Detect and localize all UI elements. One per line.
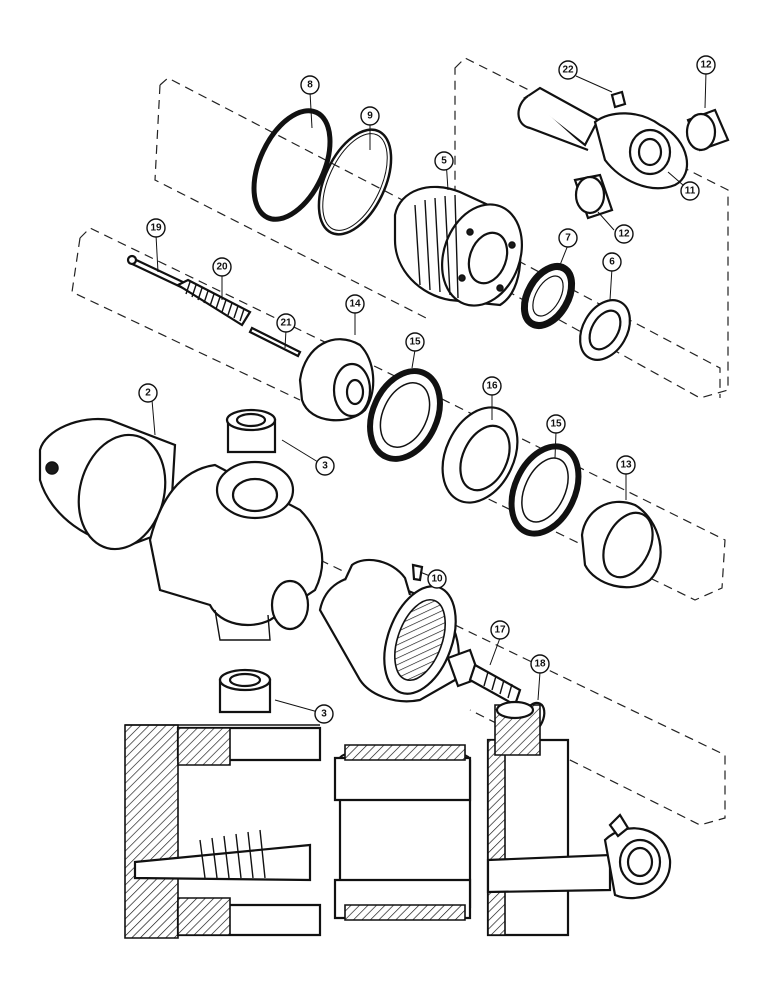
callout-22: 22 — [558, 60, 578, 80]
callout-12-upper: 12 — [696, 55, 716, 75]
callout-20: 20 — [212, 257, 232, 277]
bushing-part-12-lower — [573, 173, 614, 220]
seal-ring-part-15-lower — [508, 443, 582, 537]
callout-leaders — [151, 71, 707, 713]
head-gland-part-13 — [580, 500, 662, 589]
svg-text:14: 14 — [349, 299, 361, 310]
callout-13: 13 — [616, 455, 636, 475]
cylinder-head — [318, 558, 460, 703]
svg-text:11: 11 — [685, 186, 696, 197]
callout-19: 19 — [146, 218, 166, 238]
rod-end-part-11 — [517, 86, 689, 190]
wiper-part-7 — [520, 263, 576, 329]
o-ring-part-8 — [251, 108, 333, 222]
svg-text:21: 21 — [280, 318, 292, 329]
screw-part-10 — [411, 563, 424, 582]
svg-text:9: 9 — [367, 111, 373, 122]
callout-11: 11 — [680, 181, 700, 201]
pin-part-21 — [248, 326, 302, 358]
svg-text:12: 12 — [700, 60, 712, 71]
bushing-part-3-lower — [218, 668, 272, 714]
callout-18: 18 — [530, 654, 550, 674]
svg-text:10: 10 — [431, 574, 443, 585]
callout-2: 2 — [138, 383, 158, 403]
spring-part-20 — [175, 278, 252, 327]
svg-text:5: 5 — [441, 156, 447, 167]
callout-21: 21 — [276, 313, 296, 333]
svg-text:2: 2 — [145, 388, 151, 399]
assembly-outline-body — [319, 559, 726, 826]
svg-text:20: 20 — [216, 262, 228, 273]
barrel-part-2 — [38, 417, 324, 641]
callout-16: 16 — [482, 376, 502, 396]
grease-fitting-part-22 — [610, 90, 627, 109]
callout-17: 17 — [490, 620, 510, 640]
svg-text:19: 19 — [150, 223, 162, 234]
callout-9: 9 — [360, 106, 380, 126]
svg-text:22: 22 — [562, 65, 574, 76]
callout-12-lower: 12 — [614, 224, 634, 244]
callout-5: 5 — [434, 151, 454, 171]
svg-text:7: 7 — [565, 233, 571, 244]
callout-6: 6 — [602, 252, 622, 272]
svg-text:13: 13 — [620, 460, 632, 471]
svg-text:15: 15 — [550, 419, 562, 430]
callout-15-lower: 15 — [546, 414, 566, 434]
assembled-cross-section — [124, 700, 672, 939]
svg-text:3: 3 — [321, 709, 327, 720]
callout-8: 8 — [300, 75, 320, 95]
svg-text:18: 18 — [534, 659, 546, 670]
svg-text:6: 6 — [609, 257, 615, 268]
piston-part-5 — [393, 185, 523, 307]
seal-ring-part-15-upper — [367, 368, 443, 462]
bolt-part-17 — [446, 648, 522, 707]
svg-text:12: 12 — [618, 229, 630, 240]
piston-cup-part-14 — [298, 338, 375, 422]
rod-seal-part-6 — [579, 299, 631, 361]
assembly-outline-piston — [154, 77, 721, 398]
bushing-part-3-upper — [225, 408, 277, 454]
assembly-outline-seals — [71, 227, 726, 601]
callout-10: 10 — [427, 569, 447, 589]
callout-14: 14 — [345, 294, 365, 314]
svg-text:16: 16 — [486, 381, 498, 392]
callout-7: 7 — [558, 228, 578, 248]
valve-stem-part-19 — [126, 254, 187, 290]
callout-15-upper: 15 — [405, 332, 425, 352]
backup-ring-part-9 — [317, 128, 393, 236]
bushing-part-12-upper — [685, 108, 730, 152]
callout-3-lower: 3 — [314, 704, 334, 724]
svg-text:8: 8 — [307, 80, 313, 91]
svg-text:3: 3 — [322, 461, 328, 472]
bearing-part-16 — [441, 406, 519, 504]
svg-text:15: 15 — [409, 337, 421, 348]
svg-text:17: 17 — [494, 625, 506, 636]
callout-3-upper: 3 — [315, 456, 335, 476]
